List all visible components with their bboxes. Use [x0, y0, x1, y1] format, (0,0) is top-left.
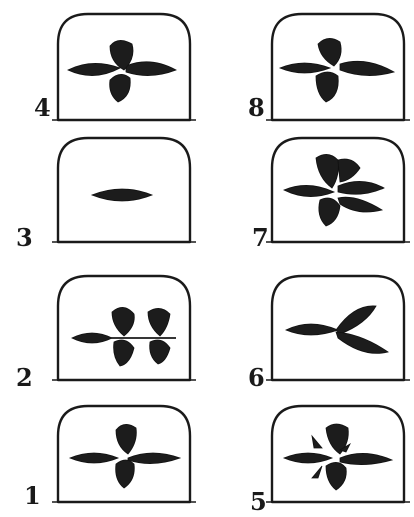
panel-2: 2: [16, 276, 196, 392]
panel-1: 1: [24, 406, 196, 510]
panel-number: 2: [16, 363, 33, 392]
panel-4: 4: [34, 14, 196, 122]
panel-8: 8: [248, 14, 410, 122]
panel-number: 8: [248, 93, 265, 122]
panel-number: 5: [250, 487, 267, 516]
panel-3: 3: [16, 138, 196, 252]
panel-number: 4: [34, 93, 51, 122]
panel-7: 7: [252, 138, 410, 252]
panel-6: 6: [248, 276, 410, 392]
panel-number: 3: [16, 223, 33, 252]
panel-5: 5: [250, 406, 410, 516]
panel-number: 1: [24, 481, 41, 510]
panel-number: 7: [252, 223, 269, 252]
panel-number: 6: [248, 363, 265, 392]
